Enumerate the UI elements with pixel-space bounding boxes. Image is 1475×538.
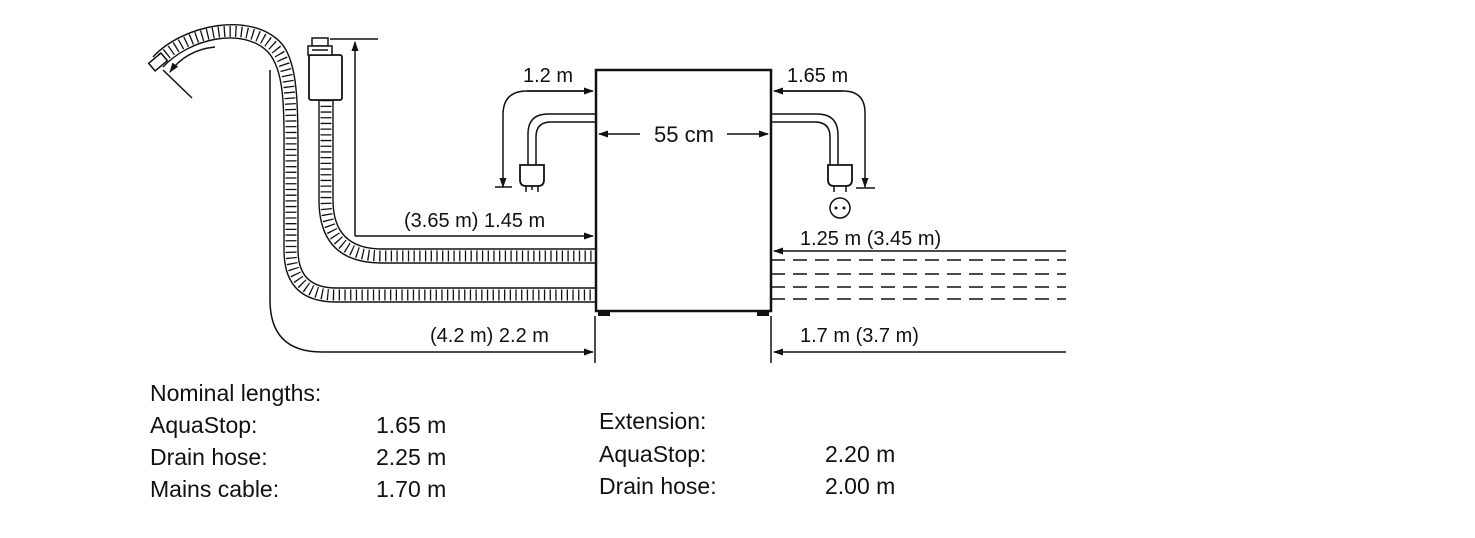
extension-row-label: Drain hose:: [599, 473, 717, 499]
right-upper-dimension: 1.25 m (3.45 m): [773, 228, 1066, 255]
dishwasher-body: [594, 68, 773, 313]
hose-nozzle-icon: [147, 51, 169, 73]
nominal-row-label: AquaStop:: [150, 412, 257, 438]
left-cable-label: 1.2 m: [523, 65, 573, 87]
aquastop-valve-icon: [307, 37, 343, 101]
inner-hose: [318, 100, 596, 264]
width-dimension: 55 cm: [598, 122, 769, 147]
left-upper-label: (3.65 m) 1.45 m: [404, 210, 545, 232]
right-lower-dimension: 1.7 m (3.7 m): [770, 316, 1066, 363]
nominal-row-value: 2.25 m: [376, 444, 446, 470]
left-lower-dimension: (4.2 m) 2.2 m: [269, 70, 596, 363]
aquastop-hose: [771, 113, 853, 219]
nominal-row-value: 1.65 m: [376, 412, 446, 438]
extension-heading: Extension:: [599, 408, 706, 434]
extension-row-value: 2.00 m: [825, 473, 895, 499]
nominal-row-label: Drain hose:: [150, 444, 268, 470]
left-lower-label: (4.2 m) 2.2 m: [430, 325, 549, 347]
nominal-heading: Nominal lengths:: [150, 380, 321, 406]
nominal-row-label: Mains cable:: [150, 476, 279, 502]
mains-plug-icon: [519, 164, 545, 187]
aquastop-plug-icon: [827, 164, 853, 187]
left-cable-dimension: 1.2 m: [495, 65, 594, 188]
left-upper-dimension: (3.65 m) 1.45 m: [330, 38, 594, 240]
right-lower-label: 1.7 m (3.7 m): [800, 325, 919, 347]
right-hose-dimension: 1.65 m: [773, 65, 875, 189]
right-hose-label: 1.65 m: [787, 65, 848, 87]
nominal-lengths-table: Nominal lengths: AquaStop: 1.65 m Drain …: [150, 380, 446, 502]
extension-table: Extension: AquaStop: 2.20 m Drain hose: …: [599, 408, 895, 499]
extension-row-value: 2.20 m: [825, 441, 895, 467]
right-upper-label: 1.25 m (3.45 m): [800, 228, 941, 250]
water-flow-arrow: [162, 46, 216, 99]
outer-hose: [147, 23, 596, 303]
dishwasher-foot-left: [598, 311, 610, 316]
extension-dashed-lines: [771, 259, 1066, 300]
mains-cable: [519, 113, 596, 192]
nominal-row-value: 1.70 m: [376, 476, 446, 502]
dishwasher-foot-right: [757, 311, 769, 316]
extension-row-label: AquaStop:: [599, 441, 706, 467]
socket-icon: [829, 197, 851, 219]
width-label: 55 cm: [654, 122, 714, 147]
